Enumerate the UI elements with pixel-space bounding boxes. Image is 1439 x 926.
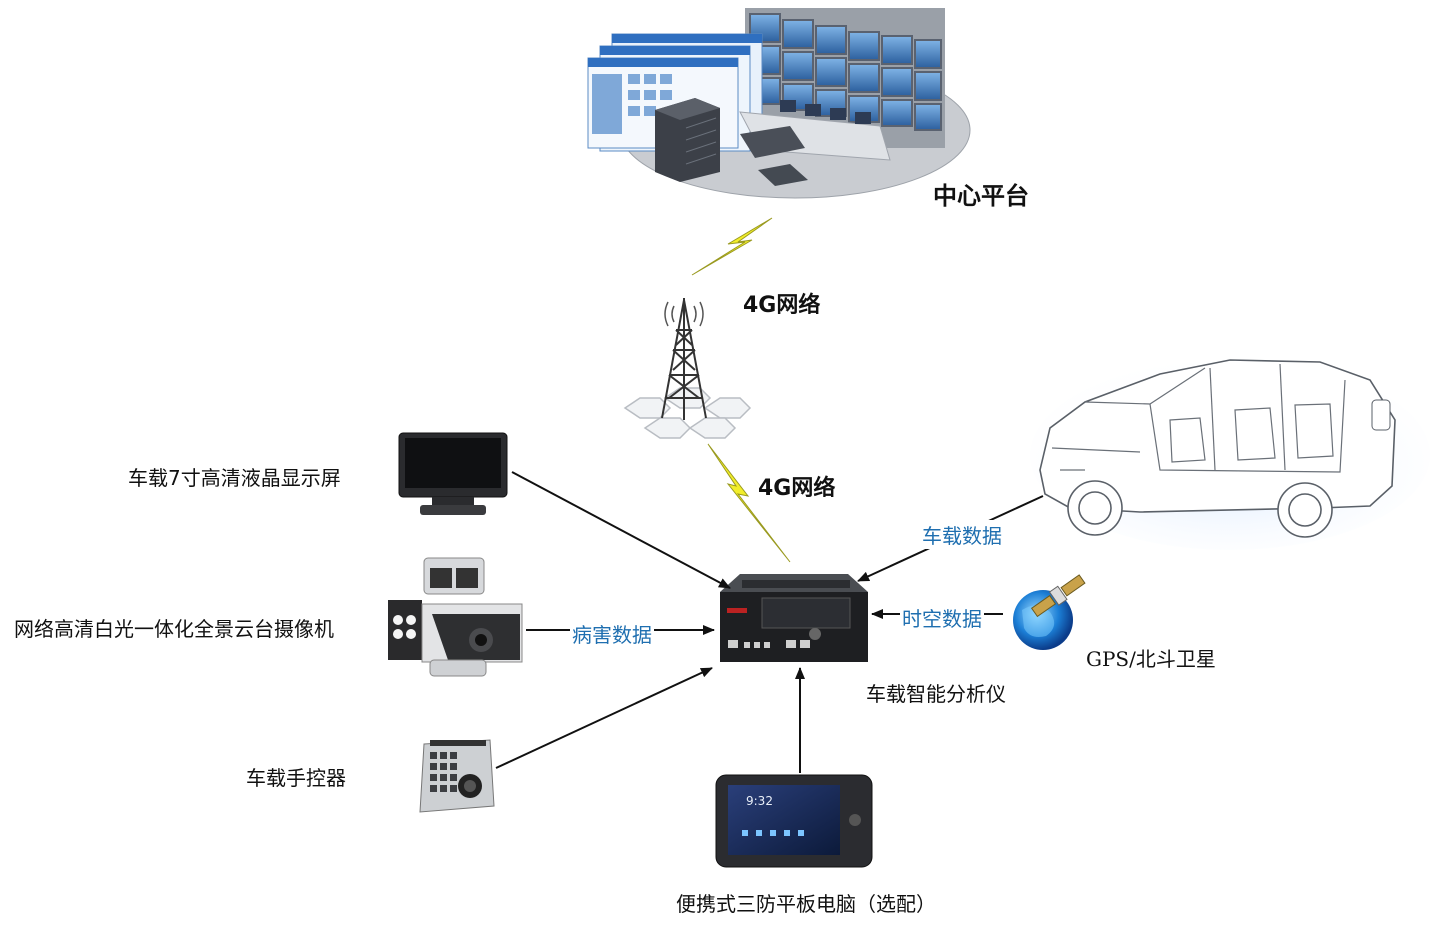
arrow-controller-to-analyzer (495, 667, 713, 769)
analyzer-label: 车载智能分析仪 (866, 682, 1006, 706)
vehicle-data-flow-label: 车载数据 (920, 520, 1004, 549)
tablet-clock: 9:32 (746, 794, 773, 808)
display-label: 车载7寸高清液晶显示屏 (128, 466, 341, 490)
tablet-label: 便携式三防平板电脑（选配） (676, 892, 936, 916)
lightning-bottom (707, 443, 791, 563)
controller-device (419, 739, 495, 813)
camera-label: 网络高清白光一体化全景云台摄像机 (14, 617, 334, 641)
gps-label: GPS/北斗卫星 (1086, 647, 1216, 671)
center-platform-illustration (587, 8, 971, 199)
network-label-bottom: 4G网络 (758, 476, 836, 501)
spatiotemporal-data-flow-label: 时空数据 (900, 603, 984, 632)
cell-tower-illustration (623, 298, 752, 439)
disease-data-flow-label: 病害数据 (570, 619, 654, 648)
tablet-device: 9:32 (715, 774, 873, 868)
vehicle-illustration (1030, 359, 1430, 550)
analyzer-device (720, 574, 868, 662)
center-platform-label: 中心平台 (933, 182, 1029, 210)
gps-satellite-icon (1013, 574, 1086, 650)
display-device (398, 432, 508, 515)
lightning-top (691, 217, 773, 276)
controller-label: 车载手控器 (246, 766, 346, 790)
arrow-display-to-analyzer (511, 471, 731, 589)
network-label-top: 4G网络 (743, 293, 821, 318)
camera-device (388, 557, 523, 677)
